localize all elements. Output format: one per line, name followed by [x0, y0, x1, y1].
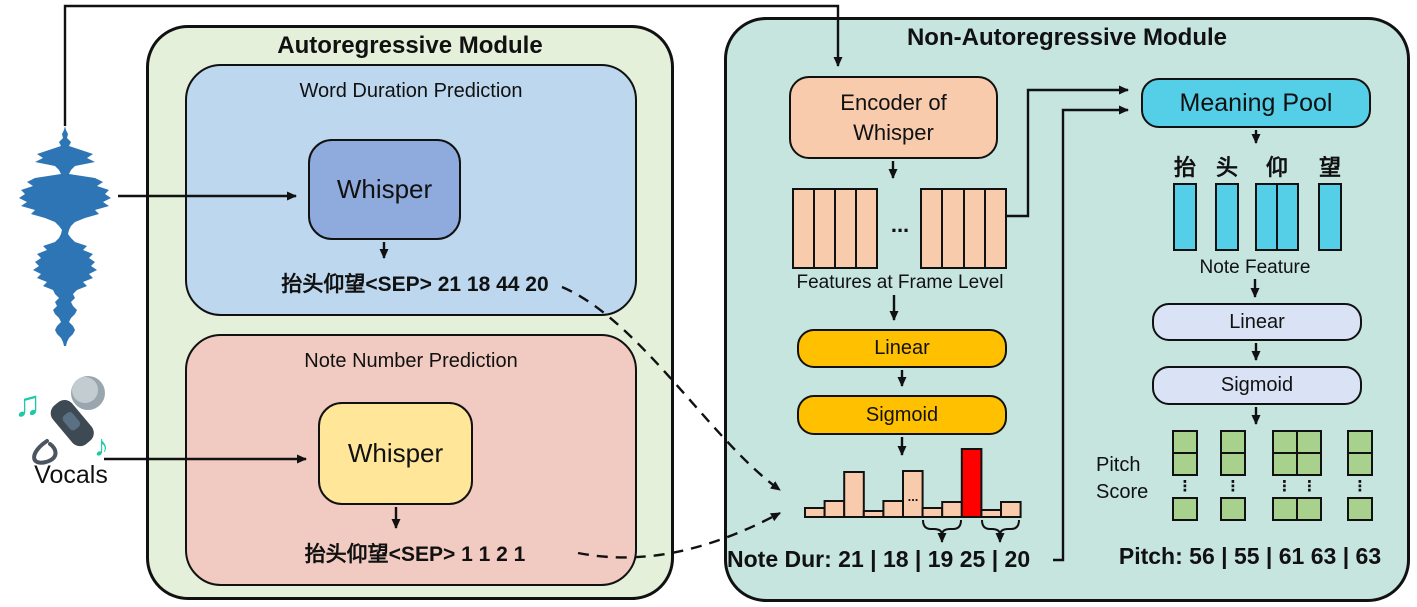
note-number-output-text: 抬头仰望<SEP> 1 1 2 1 [304, 543, 526, 566]
pitch-dots-2: ⋮ [1225, 478, 1241, 495]
encoder-label-line2: Whisper [853, 119, 934, 145]
note-word-4: 望 [1318, 155, 1341, 180]
pitch-dots-1: ⋮ [1177, 478, 1193, 495]
histogram-bar-ellipsis: ... [907, 489, 919, 504]
frame-features-group-right [920, 188, 1007, 269]
note-feature-bar-1 [1173, 183, 1197, 251]
pitch-grid-4: ⋮ [1347, 430, 1373, 521]
note-word-3: 仰 [1265, 155, 1288, 180]
vocals-label: Vocals [34, 461, 108, 489]
linear-box-left: Linear [797, 329, 1007, 368]
whisper-note-number-box: Whisper [318, 402, 473, 505]
encoder-label-line1: Encoder of [840, 89, 947, 115]
microphone-icon: ♫ ♪ [14, 376, 109, 465]
linear-box-right: Linear [1152, 303, 1362, 341]
word-duration-prediction-title: Word Duration Prediction [299, 80, 523, 102]
pitch-output-text: Pitch: 56 | 55 | 61 63 | 63 [1118, 543, 1382, 569]
music-note-icon-right: ♪ [94, 430, 109, 463]
note-feature-bar-3 [1255, 183, 1299, 251]
note-feature-bar-4 [1318, 183, 1342, 251]
note-word-2: 头 [1215, 155, 1238, 180]
meaning-pool-box: Meaning Pool [1141, 78, 1371, 128]
frame-features-group-left [792, 188, 878, 269]
sigmoid-box-right: Sigmoid [1152, 366, 1362, 405]
audio-waveform-icon [19, 126, 111, 346]
music-note-icon-left: ♫ [14, 383, 41, 424]
pitch-grid-2: ⋮ [1220, 430, 1246, 521]
pitch-grid-3: ⋮⋮ [1272, 430, 1322, 521]
note-duration-output-text: Note Dur: 21 | 18 | 19 25 | 20 [727, 546, 1031, 572]
note-word-1: 抬 [1173, 155, 1196, 180]
autoregressive-module-title: Autoregressive Module [277, 32, 543, 59]
frame-features-ellipsis: ... [890, 212, 910, 237]
whisper-word-duration-box: Whisper [308, 139, 461, 240]
note-number-prediction-title: Note Number Prediction [304, 350, 518, 372]
sigmoid-box-left: Sigmoid [797, 395, 1007, 435]
note-feature-bar-2 [1215, 183, 1239, 251]
pitch-dots-3: ⋮⋮ [1277, 478, 1317, 495]
nonautoregressive-module-title: Non-Autoregressive Module [906, 24, 1228, 51]
pitch-grid-1: ⋮ [1172, 430, 1198, 521]
frame-features-label: Features at Frame Level [796, 272, 1004, 293]
encoder-of-whisper-box: Encoder of Whisper [789, 76, 998, 159]
pitch-score-label: Pitch Score [1096, 454, 1149, 503]
word-duration-output-text: 抬头仰望<SEP> 21 18 44 20 [281, 273, 549, 296]
pitch-dots-4: ⋮ [1352, 478, 1368, 495]
note-feature-label: Note Feature [1199, 257, 1311, 278]
